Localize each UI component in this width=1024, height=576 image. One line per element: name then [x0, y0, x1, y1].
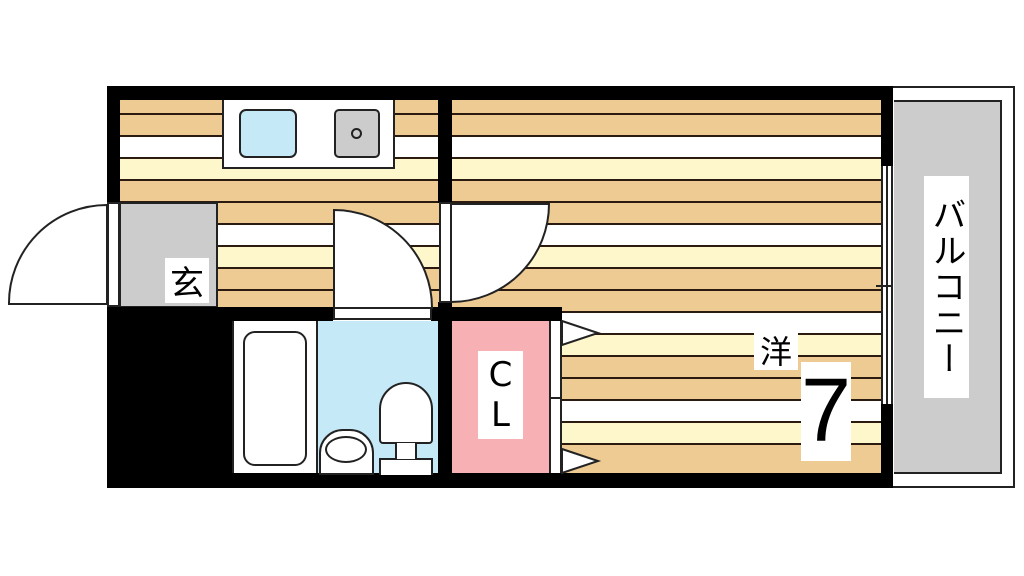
bathtub[interactable]: [243, 331, 307, 466]
room-door-frame: [439, 202, 452, 303]
closet-door-split: [549, 397, 562, 399]
wall-top: [107, 86, 893, 100]
bathroom-door-icon[interactable]: [333, 208, 434, 309]
wall-bottom: [107, 473, 893, 488]
western-room-label: 洋: [754, 330, 798, 371]
closet-label-c: C: [488, 355, 513, 395]
toilet-neck: [395, 443, 417, 459]
window-mark: [876, 285, 900, 287]
wall-right-lower: [881, 404, 893, 488]
closet-label-l: L: [491, 395, 510, 435]
wall-bath-top: [218, 307, 333, 321]
toilet-bowl[interactable]: [379, 382, 433, 444]
sink: [239, 109, 297, 158]
wall-left-lower: [107, 307, 232, 488]
wall-closet-top: [438, 307, 562, 321]
closet-label: C L: [478, 351, 523, 439]
entrance-label: 玄: [165, 258, 209, 304]
western-room-size: 7: [800, 361, 852, 461]
wall-right-upper: [881, 86, 893, 166]
wall-divider-lower: [438, 302, 452, 488]
wall-divider-kitchen: [438, 86, 452, 203]
balcony-label: バルコニー: [924, 176, 969, 398]
bathroom-door-threshold: [333, 307, 432, 320]
stove: [334, 109, 380, 158]
toilet-tank: [379, 458, 433, 475]
closet-door-arrow-top: [561, 319, 602, 347]
wall-bath-top-right: [431, 307, 441, 321]
washbasin-bowl: [325, 436, 367, 463]
closet-door-arrow-bottom: [561, 447, 602, 475]
entrance-door-icon[interactable]: [7, 203, 108, 305]
room-door-icon[interactable]: [450, 203, 551, 304]
burner-icon: [351, 128, 362, 139]
wall-left-upper: [107, 86, 120, 202]
